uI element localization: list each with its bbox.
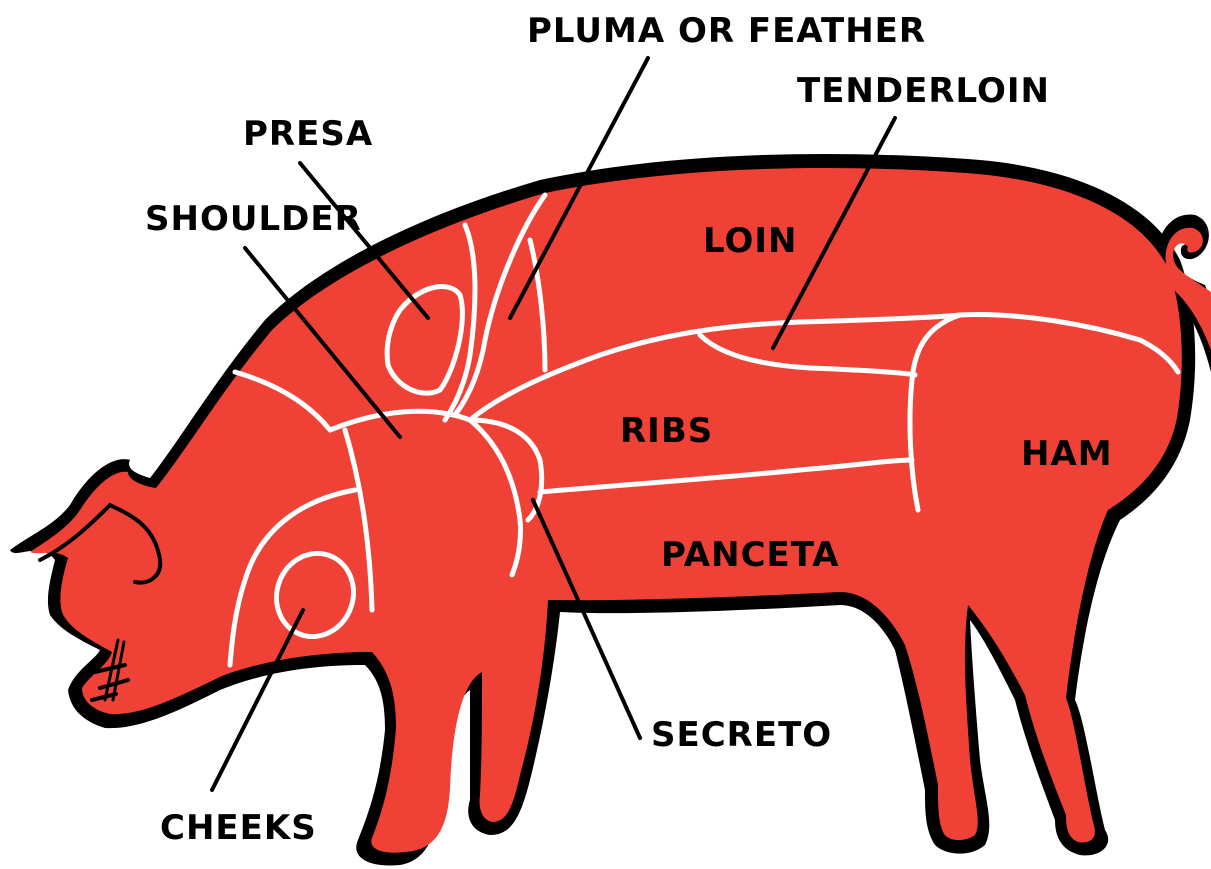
body-fill: [30, 168, 1182, 853]
label-shoulder: SHOULDER: [145, 199, 362, 239]
label-secreto: SECRETO: [651, 715, 832, 755]
label-panceta: PANCETA: [661, 535, 840, 575]
label-pluma: PLUMA OR FEATHER: [527, 11, 926, 51]
label-tenderloin: TENDERLOIN: [797, 71, 1050, 111]
label-ribs: RIBS: [620, 411, 713, 451]
label-loin: LOIN: [703, 221, 797, 261]
label-cheeks: CHEEKS: [160, 808, 317, 848]
label-ham: HAM: [1021, 434, 1113, 474]
label-presa: PRESA: [243, 114, 373, 154]
